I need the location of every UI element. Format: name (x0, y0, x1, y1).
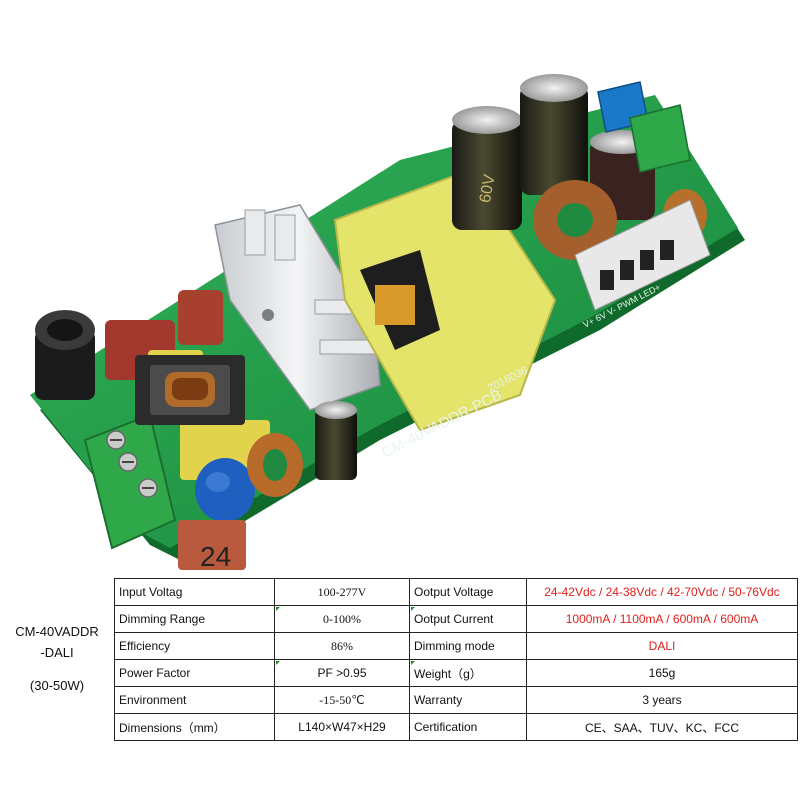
inductor-black (35, 310, 95, 400)
spec-value: CE、SAA、TUV、KC、FCC (526, 713, 798, 741)
spec-value: 165g (526, 659, 798, 687)
output-terminal-green (629, 104, 691, 173)
spec-label: Power Factor (114, 659, 275, 687)
spec-section: CM-40VADDR -DALI (30-50W) Input Voltag 1… (0, 578, 800, 800)
spec-label: Warranty (409, 686, 527, 714)
table-row: Dimming Range 0-100% Ootput Current 1000… (114, 605, 798, 633)
spec-label: Ootput Current (409, 605, 527, 633)
spec-label: Environment (114, 686, 275, 714)
spec-table: Input Voltag 100-277V Ootput Voltage 24-… (114, 578, 798, 741)
spec-label: Certification (409, 713, 527, 741)
model-name-line2: -DALI (40, 644, 74, 660)
spec-value: 86% (274, 632, 410, 660)
spec-value: DALI (526, 632, 798, 660)
model-name-line1: CM-40VADDR (15, 623, 99, 639)
power-range: (30-50W) (29, 677, 85, 693)
spec-value: 1000mA / 1100mA / 600mA / 600mA (526, 605, 798, 633)
output-pin-header (574, 199, 711, 311)
table-row: Environment -15-50℃ Warranty 3 years (114, 686, 798, 714)
electrolytic-capacitor-small (315, 401, 357, 480)
spec-value: 24-42Vdc / 24-38Vdc / 42-70Vdc / 50-76Vd… (526, 578, 798, 606)
spec-value: 3 years (526, 686, 798, 714)
spec-value: 100-277V (274, 578, 410, 606)
spec-value: -15-50℃ (274, 686, 410, 714)
electrolytic-capacitor-large-2 (520, 74, 588, 195)
spec-label: Dimensions（mm） (114, 713, 275, 741)
table-row: Input Voltag 100-277V Ootput Voltage 24-… (114, 578, 798, 606)
spec-label: Weight（g） (409, 659, 527, 687)
spec-value: L140×W47×H29 (274, 713, 410, 741)
table-row: Dimensions（mm） L140×W47×H29 Certificatio… (114, 713, 798, 741)
corner-tag-text: 24 (200, 541, 231, 572)
toroid-copper (533, 180, 617, 260)
electrolytic-capacitor-large-1: 60V (452, 106, 522, 230)
corner-tag: 24 (178, 520, 246, 572)
toroid-small (247, 433, 303, 497)
spec-label: Dimming mode (409, 632, 527, 660)
common-mode-choke (135, 355, 245, 425)
model-info: CM-40VADDR -DALI (30-50W) (0, 578, 114, 738)
spec-label: Ootput Voltage (409, 578, 527, 606)
spec-value: 0-100% (274, 605, 410, 633)
spec-label: Efficiency (114, 632, 275, 660)
input-terminal-block (83, 413, 177, 550)
transformer (333, 168, 557, 432)
spec-label: Input Voltag (114, 578, 275, 606)
varistor-blue (195, 458, 255, 522)
table-row: Power Factor PF >0.95 Weight（g） 165g (114, 659, 798, 687)
spec-label: Dimming Range (114, 605, 275, 633)
table-row: Efficiency 86% Dimming mode DALI (114, 632, 798, 660)
capacitor-label: 60V (477, 173, 499, 204)
product-photo: 24 60V (30, 74, 745, 572)
spec-value: PF >0.95 (274, 659, 410, 687)
